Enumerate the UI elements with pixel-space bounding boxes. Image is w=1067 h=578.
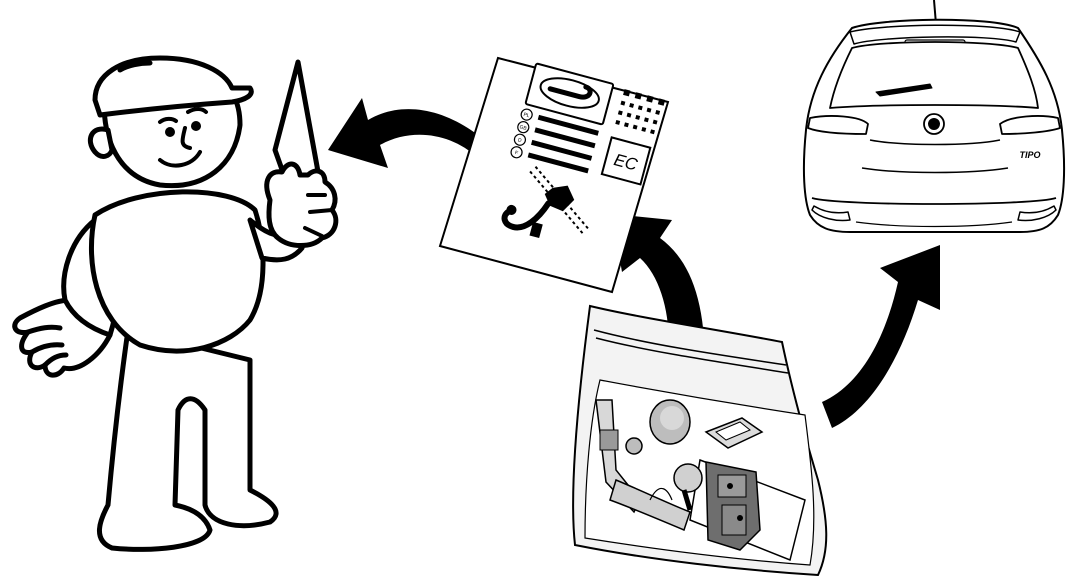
car-model-badge: TIPO [1019, 150, 1040, 160]
car-rear-view-icon [802, 0, 1066, 233]
curved-arrow-icon [822, 245, 940, 428]
mechanic-character-icon [12, 55, 339, 552]
country-code-label: F [514, 150, 519, 157]
curved-arrow-icon [328, 98, 495, 168]
data-dots [615, 89, 666, 135]
tow-bar-kit-bag-icon [572, 304, 828, 577]
text-lines [527, 114, 599, 174]
country-codes: PL GB D F [510, 108, 533, 159]
country-code-label: D [517, 137, 522, 144]
tow-bar-drawing [501, 166, 590, 239]
country-code-label: GB [519, 124, 528, 132]
certificate-document-icon: PL GB D F EC [438, 56, 670, 294]
country-code-label: PL [523, 112, 531, 119]
mechanic-face [158, 107, 208, 168]
